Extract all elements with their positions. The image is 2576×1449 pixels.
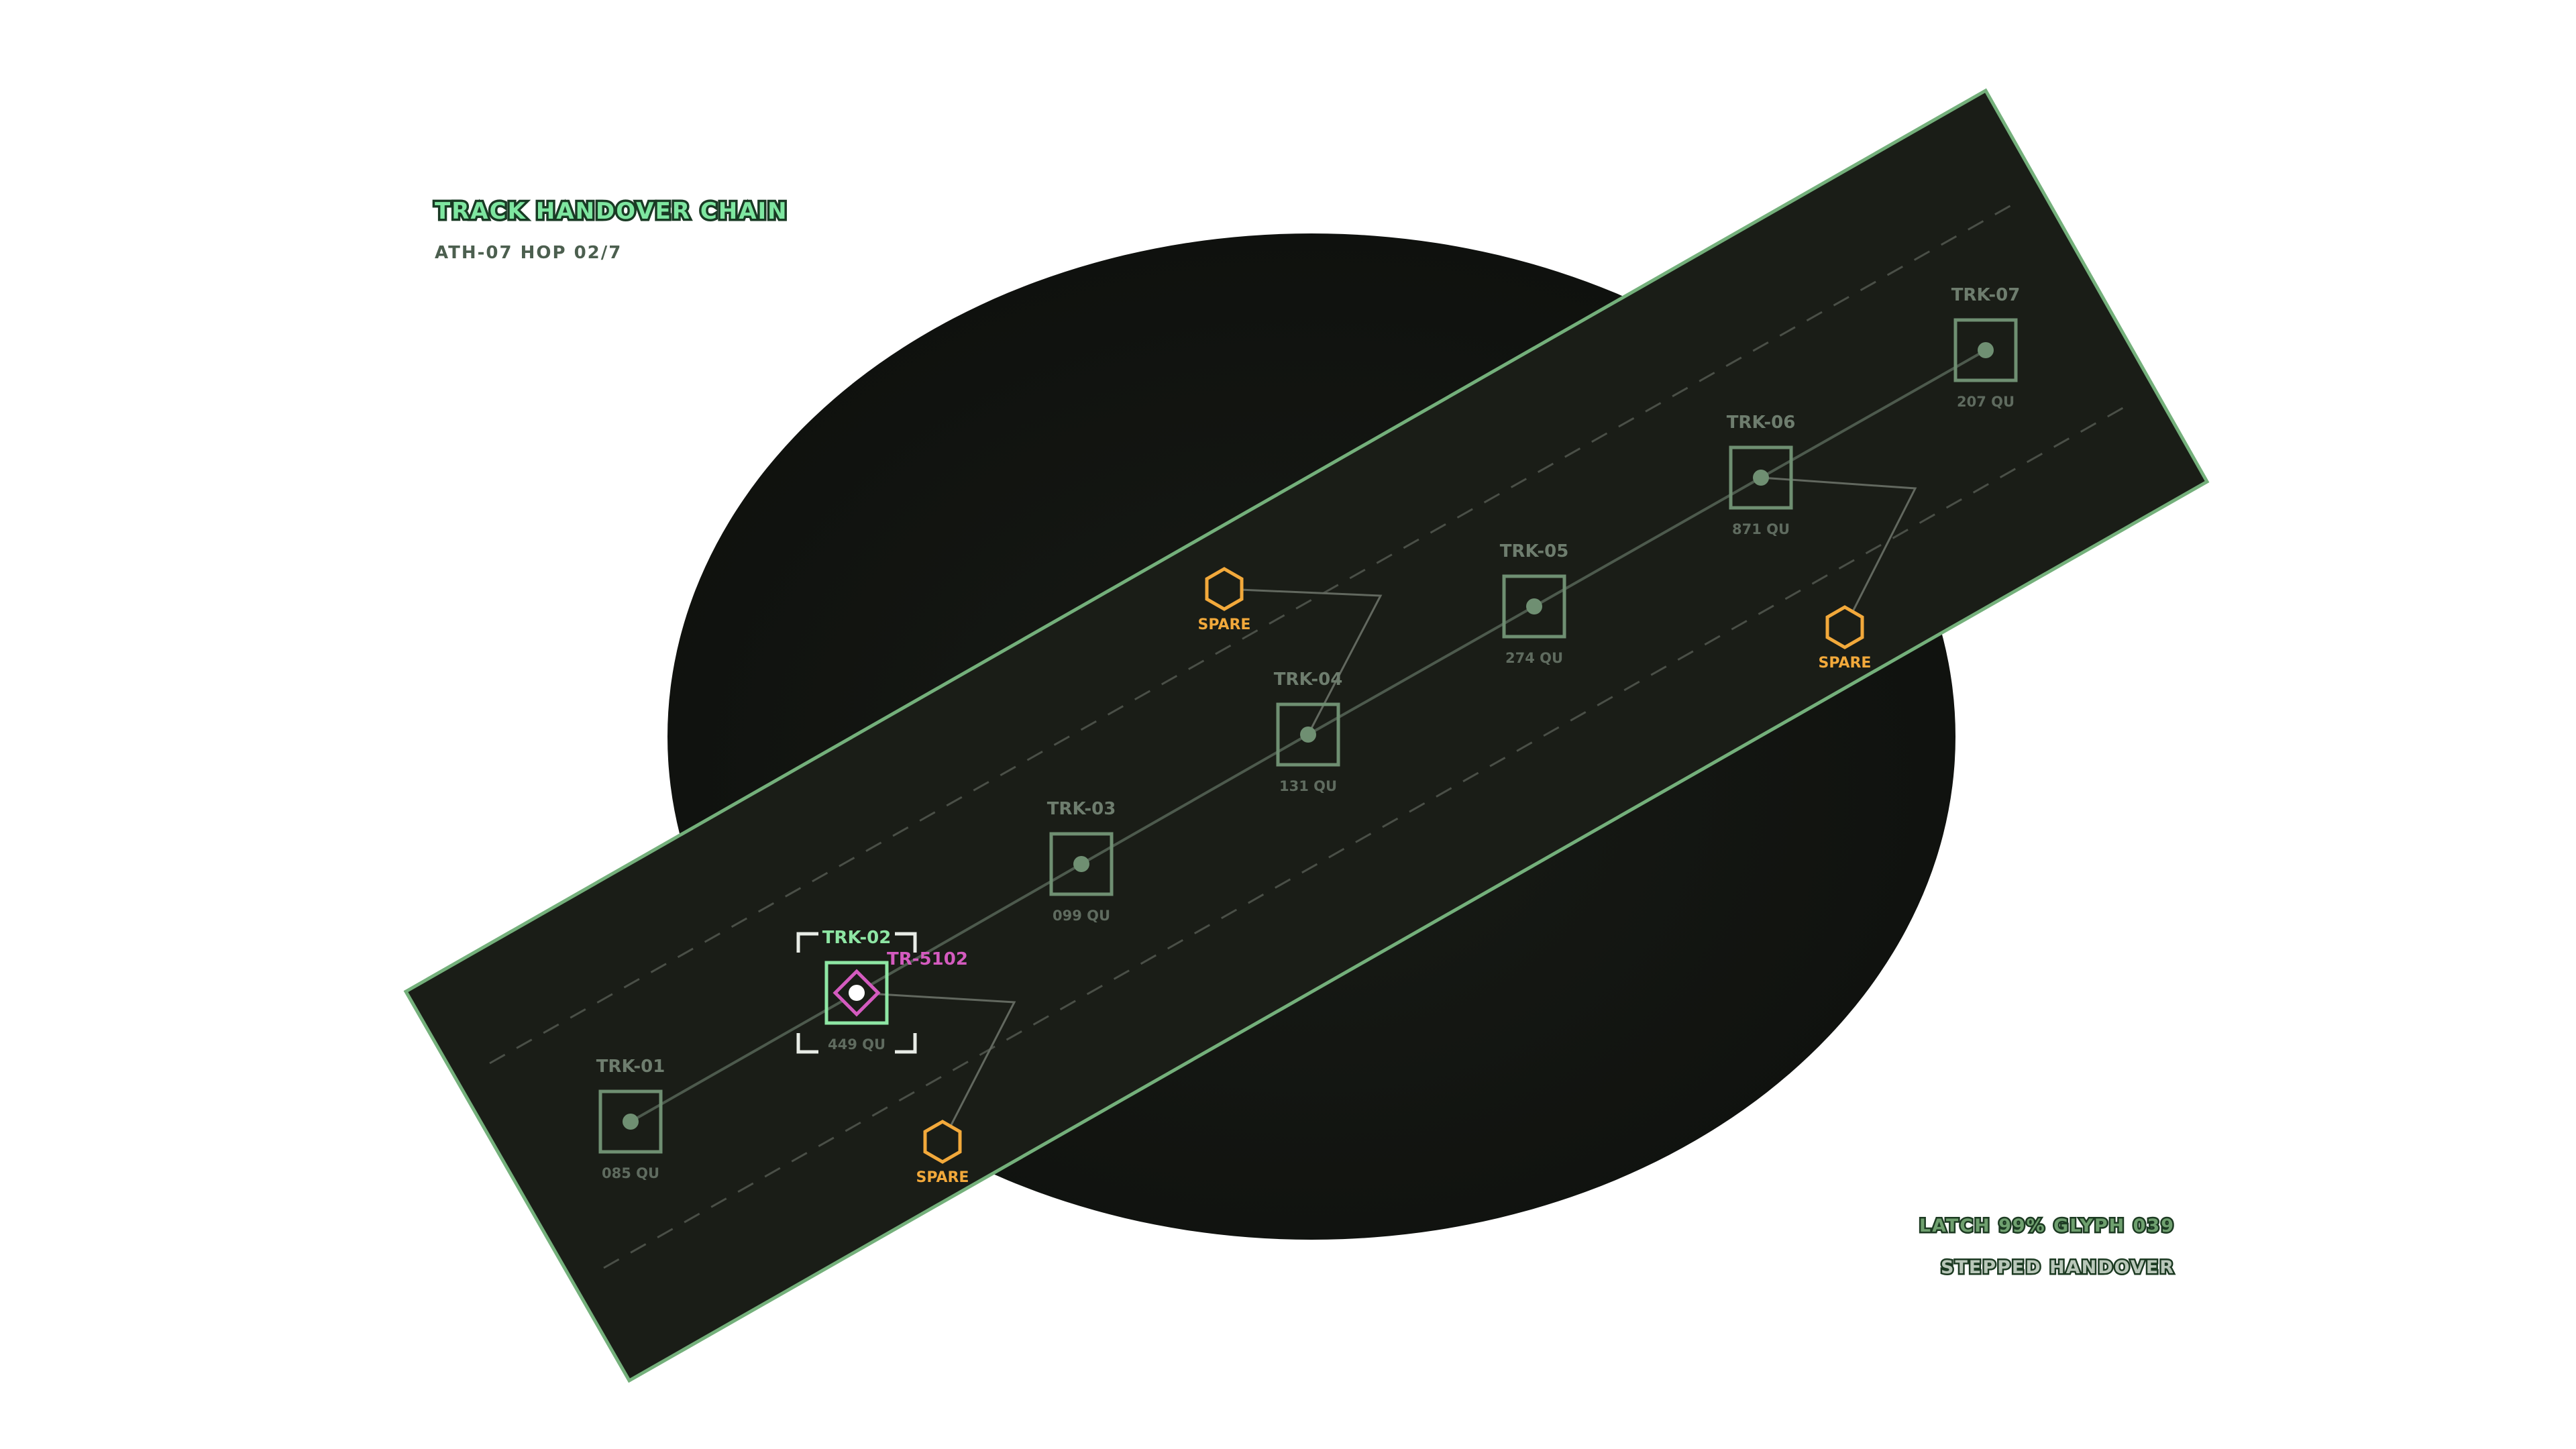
- node-box[interactable]: [1729, 445, 1793, 510]
- selection-bracket-bottom-right: [895, 1033, 917, 1054]
- track-node-7[interactable]: TRK-07 207 QU: [1951, 285, 2021, 410]
- node-value: 871 QU: [1732, 521, 1790, 537]
- page-title: TRACK HANDOVER CHAIN: [433, 196, 790, 227]
- nodes-layer: TRK-01 085 QU TRK-02 449 QU TR-5102 TRK-…: [596, 285, 2021, 1181]
- node-value: 207 QU: [1957, 394, 2015, 410]
- track-node-6[interactable]: TRK-06 871 QU: [1727, 413, 1796, 537]
- hexagon-icon: [1205, 567, 1244, 611]
- track-node-2[interactable]: TRK-02 449 QU TR-5102: [796, 928, 968, 1054]
- node-box[interactable]: [598, 1089, 663, 1154]
- node-dot: [1978, 342, 1994, 358]
- hexagon-icon: [923, 1120, 962, 1164]
- spare-label: SPARE: [1198, 616, 1251, 633]
- spare-label: SPARE: [1819, 655, 1872, 672]
- node-box-active[interactable]: [824, 961, 889, 1025]
- node-label: TRK-06: [1727, 413, 1796, 433]
- node-box[interactable]: [1276, 702, 1340, 767]
- node-dot: [623, 1114, 639, 1130]
- node-value: 085 QU: [602, 1165, 659, 1181]
- node-value: 131 QU: [1279, 778, 1337, 794]
- node-label: TRK-04: [1274, 669, 1343, 690]
- node-dot: [1073, 856, 1089, 872]
- lane-guide-lower: [603, 405, 2127, 1269]
- hop-indicator: ATH-07 HOP 02/7: [435, 243, 623, 263]
- target-center-dot: [849, 985, 865, 1001]
- latch-status: LATCH 99% GLYPH 039: [1917, 1214, 2175, 1238]
- spare-marker-2[interactable]: SPARE: [1198, 567, 1251, 633]
- selection-bracket-bottom-left: [796, 1033, 818, 1054]
- node-dot: [1300, 727, 1316, 743]
- node-dot: [1526, 598, 1542, 614]
- node-value: 274 QU: [1505, 650, 1563, 666]
- node-dot: [1753, 470, 1769, 486]
- node-box[interactable]: [1049, 832, 1114, 896]
- spare-marker-3[interactable]: SPARE: [1819, 605, 1872, 672]
- node-label-active: TRK-02: [822, 928, 892, 948]
- track-node-1[interactable]: TRK-01 085 QU: [596, 1057, 665, 1181]
- node-label: TRK-07: [1951, 285, 2021, 305]
- lane-guide-upper: [489, 203, 2013, 1065]
- node-box[interactable]: [1502, 574, 1566, 639]
- spare-marker-1[interactable]: SPARE: [916, 1120, 969, 1186]
- node-box[interactable]: [1953, 318, 2018, 382]
- node-label: TRK-03: [1047, 799, 1116, 819]
- node-label: TRK-01: [596, 1057, 665, 1077]
- track-node-4[interactable]: TRK-04 131 QU: [1274, 669, 1343, 794]
- spare-link-1: [856, 991, 1016, 1142]
- spare-label: SPARE: [916, 1169, 969, 1186]
- target-label: TR-5102: [887, 949, 968, 969]
- track-node-5[interactable]: TRK-05 274 QU: [1500, 541, 1569, 666]
- spare-link-2: [1224, 588, 1383, 735]
- node-value: 449 QU: [828, 1036, 885, 1053]
- selection-bracket-top-left: [796, 932, 818, 953]
- node-value: 099 QU: [1053, 908, 1110, 924]
- node-label: TRK-05: [1500, 541, 1569, 561]
- spare-link-3: [1760, 476, 1917, 628]
- track-node-3[interactable]: TRK-03 099 QU: [1047, 799, 1116, 924]
- hexagon-icon: [1825, 605, 1864, 649]
- selection-bracket-top-right: [895, 932, 917, 953]
- mode-label: STEPPED HANDOVER: [1939, 1256, 2176, 1280]
